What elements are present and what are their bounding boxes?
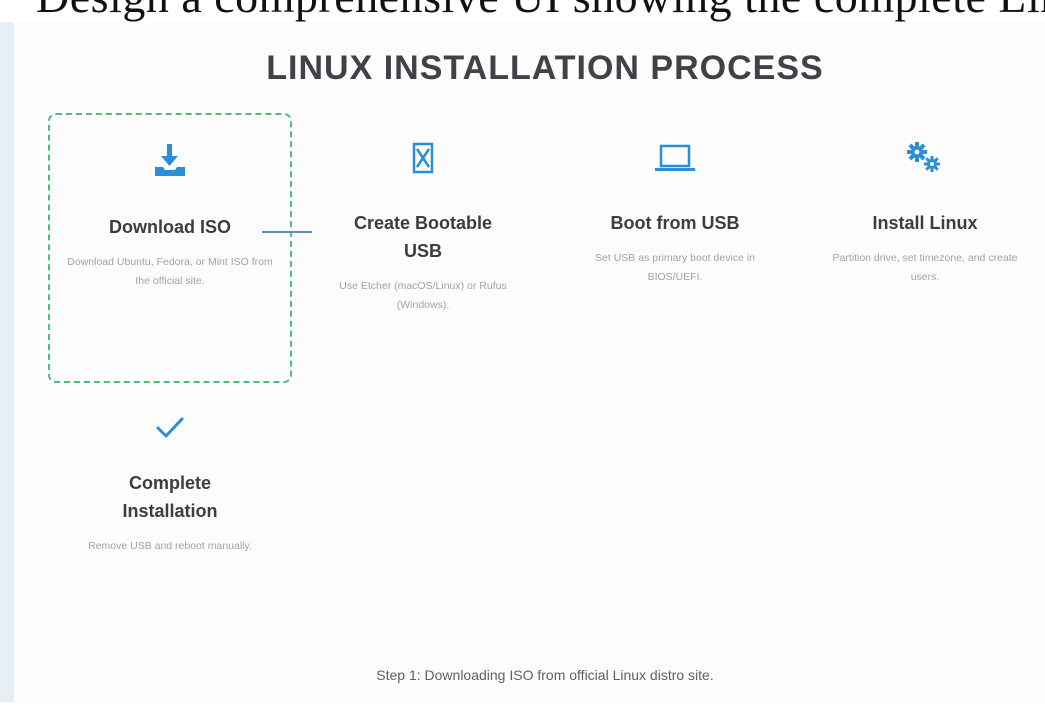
main-panel [14,22,1045,702]
download-icon [50,135,290,185]
step-description: Set USB as primary boot device in BIOS/U… [595,252,755,283]
page-title: LINUX INSTALLATION PROCESS [266,49,824,87]
step-description: Partition drive, set timezone, and creat… [832,252,1018,283]
bottom-edge [0,702,1045,713]
header-overlay: Design a comprehensive UI showing the co… [0,0,1045,22]
laptop-icon [565,133,785,183]
step-connector [262,231,312,233]
step-description: Use Etcher (macOS/Linux) or Rufus (Windo… [339,280,507,311]
gears-icon [815,133,1035,183]
step-title: Create Bootable USB [353,213,493,261]
step-description: Download Ubuntu, Fedora, or Mint ISO fro… [67,256,273,287]
step-install-linux[interactable]: Install Linux Partition drive, set timez… [815,113,1035,323]
usb-drive-icon [318,133,528,183]
step-complete-installation[interactable]: Complete Installation Remove USB and reb… [65,395,275,615]
step-download-iso[interactable]: Download ISO Download Ubuntu, Fedora, or… [48,113,292,383]
step-title: Boot from USB [610,213,740,233]
left-edge-strip [0,22,14,702]
step-description: Remove USB and reboot manually. [88,540,252,552]
step-create-bootable-usb[interactable]: Create Bootable USB Use Etcher (macOS/Li… [318,113,528,343]
checkmark-icon [65,403,275,453]
step-title: Complete Installation [122,473,218,521]
status-caption: Step 1: Downloading ISO from official Li… [376,667,714,683]
header-overlay-text: Design a comprehensive UI showing the co… [36,0,1045,22]
step-boot-from-usb[interactable]: Boot from USB Set USB as primary boot de… [565,113,785,323]
step-title: Install Linux [872,213,978,233]
step-title: Download ISO [108,217,231,237]
